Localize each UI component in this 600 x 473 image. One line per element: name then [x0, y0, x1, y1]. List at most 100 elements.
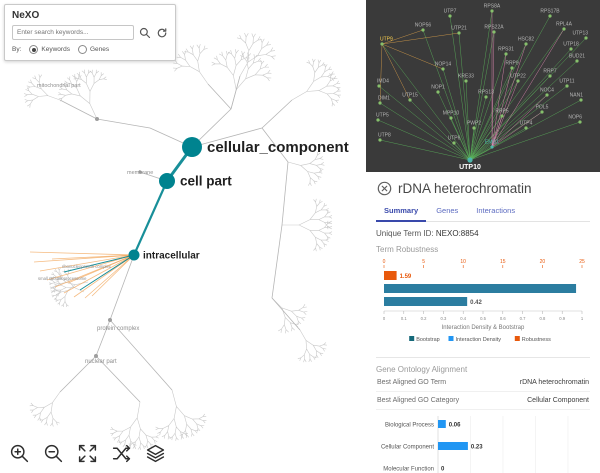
alignment-edge: [46, 254, 135, 281]
network-node-nop1[interactable]: [436, 90, 440, 94]
tree-node-cellular-component[interactable]: [182, 137, 202, 157]
alignment-row-value: Cellular Component: [527, 397, 589, 404]
network-node-label: KRE33: [458, 74, 474, 80]
network-node-label: NAN1: [570, 93, 584, 99]
radio-genes[interactable]: Genes: [77, 45, 109, 54]
network-node-utp5[interactable]: [376, 118, 380, 122]
layers-icon[interactable]: [144, 442, 167, 465]
tab-summary[interactable]: Summary: [376, 202, 427, 222]
svg-text:15: 15: [500, 259, 506, 265]
network-node-rrp5[interactable]: [500, 114, 504, 118]
svg-text:20: 20: [540, 259, 546, 265]
search-input[interactable]: [12, 25, 134, 40]
network-edge: [469, 75, 551, 161]
unique-term-id: Unique Term ID: NEXO:8854: [376, 229, 590, 238]
network-node-utp21[interactable]: [457, 31, 461, 35]
network-node-nop56[interactable]: [421, 28, 425, 32]
network-edge: [377, 119, 471, 161]
network-node-kre33[interactable]: [464, 79, 468, 83]
search-by-label: By:: [12, 46, 22, 53]
network-node-label: NOP56: [415, 23, 432, 29]
svg-text:0: 0: [383, 259, 386, 265]
tab-genes[interactable]: Genes: [436, 206, 459, 215]
search-icon[interactable]: [138, 26, 151, 39]
network-node-rps17b[interactable]: [548, 14, 552, 18]
network-node-rrp9[interactable]: [510, 66, 514, 70]
network-edge: [465, 80, 471, 161]
network-node-bud21[interactable]: [575, 59, 579, 63]
tree-node[interactable]: [95, 117, 99, 121]
search-panel: NeXO By: Keywords Genes: [4, 4, 176, 61]
network-node-nop6[interactable]: [578, 120, 582, 124]
network-node-dim1[interactable]: [378, 101, 382, 105]
term-detail-panel: rDNA heterochromatin Summary Genes Inter…: [366, 172, 600, 473]
network-node-rps31[interactable]: [504, 52, 508, 56]
network-edge: [469, 127, 475, 161]
network-edge: [469, 67, 513, 161]
network-node-label: NOC4: [540, 88, 554, 94]
network-node-rps13[interactable]: [484, 95, 488, 99]
network-node-label: UTP5: [376, 113, 389, 119]
tree-node[interactable]: [138, 170, 142, 174]
bar-biological-process: [438, 420, 446, 428]
network-node-noc4[interactable]: [545, 93, 549, 97]
network-node-rps22a[interactable]: [492, 30, 496, 34]
network-node-label: UTP9: [380, 37, 393, 43]
network-node-utp9[interactable]: [380, 42, 384, 46]
network-node-label: RPS31: [498, 47, 514, 53]
network-node-nop14[interactable]: [441, 67, 445, 71]
network-node-emg1[interactable]: [490, 145, 494, 149]
shuffle-icon[interactable]: [110, 442, 133, 465]
tab-interactions[interactable]: Interactions: [476, 206, 516, 215]
network-node-rpl4a[interactable]: [562, 27, 566, 31]
network-node-utp6[interactable]: [452, 141, 456, 145]
radio-keywords-control[interactable]: [29, 45, 39, 54]
network-edge: [469, 60, 578, 161]
alignment-edge: [39, 254, 135, 272]
network-edge: [409, 99, 471, 161]
network-node-label: UTP4: [520, 121, 533, 127]
tree-node-cell-part[interactable]: [159, 173, 175, 189]
network-node-rrp7[interactable]: [548, 74, 552, 78]
tree-node[interactable]: [108, 318, 112, 322]
network-node-imd4[interactable]: [377, 84, 381, 88]
alignment-row-label: Best Aligned GO Term: [377, 379, 447, 386]
network-node-label: MPP10: [443, 111, 460, 117]
network-node-nan1[interactable]: [579, 98, 583, 102]
network-node-utp13[interactable]: [584, 36, 588, 40]
tree-node-intracellular[interactable]: [128, 249, 140, 261]
network-node-mpp10[interactable]: [449, 116, 453, 120]
radio-genes-control[interactable]: [77, 45, 87, 54]
network-edge: [469, 115, 503, 161]
network-node-label: RPS17B: [540, 9, 560, 15]
radio-keywords[interactable]: Keywords: [29, 45, 70, 54]
alignment-edge: [84, 254, 135, 299]
reset-icon[interactable]: [155, 26, 168, 39]
fit-screen-icon[interactable]: [76, 442, 99, 465]
tree-node[interactable]: [94, 354, 98, 358]
network-node-label: POL5: [536, 105, 549, 111]
network-node-utp8[interactable]: [378, 138, 382, 142]
network-node-utp18[interactable]: [569, 47, 573, 51]
zoom-out-icon[interactable]: [42, 442, 65, 465]
network-node-utp15[interactable]: [408, 98, 412, 102]
network-node-utp11[interactable]: [565, 84, 569, 88]
svg-text:0.7: 0.7: [520, 316, 526, 321]
bar-bootstrap: [384, 284, 577, 293]
alignment-edge: [67, 254, 135, 284]
close-icon[interactable]: [376, 180, 392, 196]
zoom-in-icon[interactable]: [8, 442, 31, 465]
network-edge: [491, 67, 513, 148]
network-node-utp22[interactable]: [516, 79, 520, 83]
network-node-hsc82[interactable]: [524, 42, 528, 46]
network-node-pol5[interactable]: [540, 110, 544, 114]
network-node-pwp2[interactable]: [472, 126, 476, 130]
network-node-utp4[interactable]: [524, 126, 528, 130]
network-node-rps8a[interactable]: [490, 9, 494, 13]
network-node-utp7[interactable]: [448, 14, 452, 18]
network-node-utp10[interactable]: [467, 157, 473, 163]
